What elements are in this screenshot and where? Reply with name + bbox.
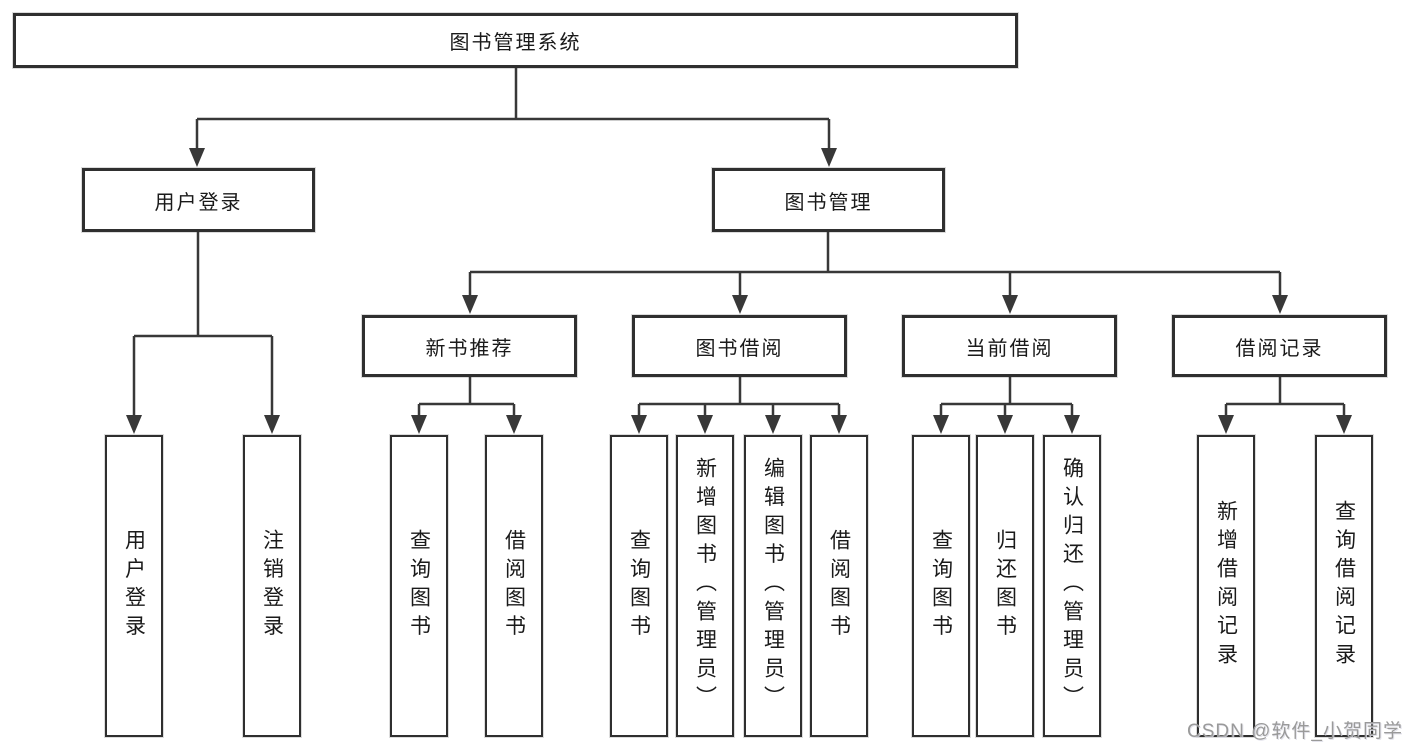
leaf-borrow-query-books: 查询图书	[610, 435, 668, 737]
leaf-query-borrow-record-label: 查询借阅记录	[1332, 500, 1356, 672]
arrowheads-book-management-children	[462, 295, 1288, 314]
leaf-recommend-borrow-books: 借阅图书	[485, 435, 543, 737]
node-book-borrow: 图书借阅	[632, 315, 847, 377]
connector-book-borrow-children	[637, 377, 841, 417]
leaf-logout-label: 注销登录	[260, 528, 284, 644]
leaf-current-query-books-label: 查询图书	[929, 528, 953, 644]
connector-borrow-records-children	[1224, 377, 1346, 417]
leaf-current-query-books: 查询图书	[912, 435, 970, 737]
leaf-borrow-query-books-label: 查询图书	[627, 528, 651, 644]
leaf-edit-books-admin: 编辑图书（管理员）	[744, 435, 802, 737]
connector-book-management-children	[468, 232, 1282, 297]
leaf-recommend-query-books-label: 查询图书	[407, 528, 431, 644]
arrowheads-user-login-children	[126, 415, 280, 434]
node-current-borrow: 当前借阅	[902, 315, 1117, 377]
arrowheads-new-book-recommend-children	[411, 415, 522, 434]
node-root-system: 图书管理系统	[13, 13, 1018, 68]
arrowheads-current-borrow-children	[933, 415, 1080, 434]
csdn-watermark: CSDN @软件_小贺同学	[1187, 721, 1403, 742]
leaf-borrow-books: 借阅图书	[810, 435, 868, 737]
leaf-add-borrow-record-label: 新增借阅记录	[1214, 500, 1238, 672]
connector-user-login-children	[132, 232, 274, 417]
connector-root-to-level2	[195, 68, 831, 150]
leaf-return-books-label: 归还图书	[993, 528, 1017, 644]
leaf-add-books-admin-label: 新增图书（管理员）	[693, 457, 717, 715]
leaf-borrow-books-label: 借阅图书	[827, 528, 851, 644]
leaf-query-borrow-record: 查询借阅记录	[1315, 435, 1373, 737]
arrowheads-book-borrow-children	[631, 415, 847, 434]
leaf-recommend-borrow-books-label: 借阅图书	[502, 528, 526, 644]
arrowheads-root-to-level2	[189, 148, 837, 167]
leaf-edit-books-admin-label: 编辑图书（管理员）	[761, 457, 785, 715]
leaf-user-login-label: 用户登录	[122, 528, 146, 644]
connector-new-book-recommend-children	[417, 377, 516, 417]
leaf-add-borrow-record: 新增借阅记录	[1197, 435, 1255, 737]
node-new-book-recommend: 新书推荐	[362, 315, 577, 377]
node-user-login: 用户登录	[82, 168, 315, 232]
leaf-add-books-admin: 新增图书（管理员）	[676, 435, 734, 737]
connector-current-borrow-children	[939, 377, 1074, 417]
leaf-user-login: 用户登录	[105, 435, 163, 737]
node-book-management: 图书管理	[712, 168, 945, 232]
leaf-confirm-return-admin-label: 确认归还（管理员）	[1060, 457, 1084, 715]
leaf-confirm-return-admin: 确认归还（管理员）	[1043, 435, 1101, 737]
leaf-recommend-query-books: 查询图书	[390, 435, 448, 737]
arrowheads-borrow-records-children	[1218, 415, 1352, 434]
node-borrow-records: 借阅记录	[1172, 315, 1387, 377]
leaf-return-books: 归还图书	[976, 435, 1034, 737]
leaf-logout: 注销登录	[243, 435, 301, 737]
